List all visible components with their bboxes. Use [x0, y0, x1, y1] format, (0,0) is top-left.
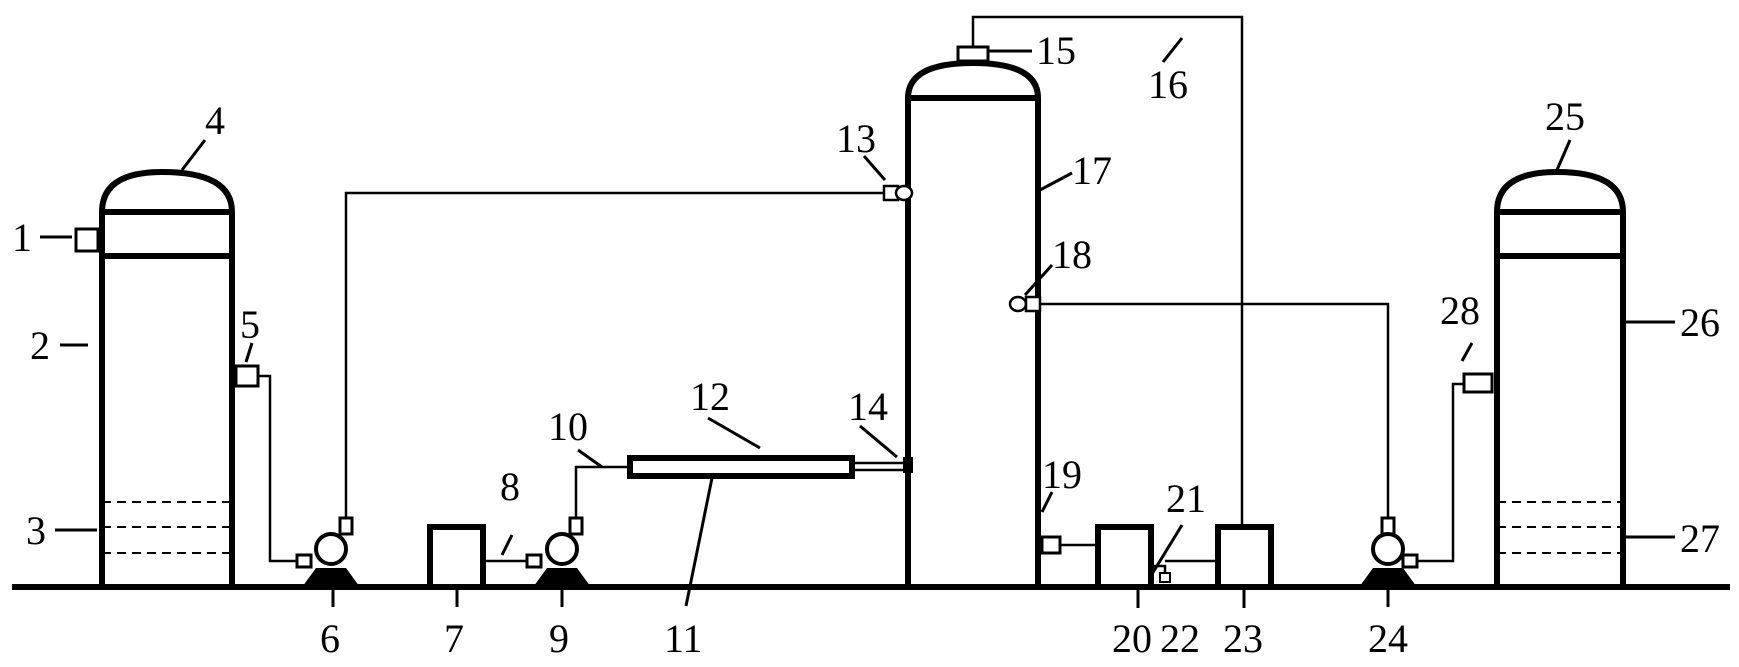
label-24: 24 — [1368, 616, 1408, 661]
label-1: 1 — [12, 215, 32, 260]
tank-20 — [1095, 524, 1154, 590]
label-7: 7 — [444, 616, 464, 661]
left-tank-outlet-port — [234, 364, 260, 388]
label-11: 11 — [664, 616, 703, 661]
tank-7 — [427, 524, 486, 590]
pump-24 — [1357, 516, 1419, 590]
tank-23 — [1215, 524, 1274, 590]
column-17 — [882, 45, 1062, 587]
left-tank — [74, 168, 260, 587]
number-labels: 1 2 3 4 5 6 7 8 9 10 11 12 13 14 15 16 1… — [12, 28, 1720, 661]
label-16: 16 — [1148, 62, 1188, 107]
label-10: 10 — [548, 404, 588, 449]
label-13: 13 — [836, 116, 876, 161]
label-17: 17 — [1072, 148, 1112, 193]
label-6: 6 — [320, 616, 340, 661]
label-4: 4 — [205, 98, 225, 143]
label-15: 15 — [1036, 28, 1076, 73]
label-2: 2 — [30, 323, 50, 368]
label-12: 12 — [690, 374, 730, 419]
pump-9 — [525, 516, 593, 590]
label-26: 26 — [1680, 300, 1720, 345]
label-14: 14 — [848, 384, 888, 429]
pump-6 — [295, 516, 362, 590]
label-20: 20 — [1112, 616, 1152, 661]
exchanger-12 — [627, 455, 855, 479]
right-tank — [1462, 168, 1626, 587]
label-3: 3 — [26, 508, 46, 553]
label-23: 23 — [1223, 616, 1263, 661]
label-8: 8 — [500, 464, 520, 509]
label-19: 19 — [1042, 452, 1082, 497]
label-9: 9 — [549, 616, 569, 661]
leader-lines — [40, 37, 1675, 608]
column-top-port — [956, 45, 990, 63]
label-22: 22 — [1160, 616, 1200, 661]
label-18: 18 — [1052, 232, 1092, 277]
label-28: 28 — [1440, 288, 1480, 333]
label-27: 27 — [1680, 516, 1720, 561]
label-21: 21 — [1166, 476, 1206, 521]
left-tank-inlet-port — [74, 227, 100, 253]
label-5: 5 — [240, 302, 260, 347]
label-25: 25 — [1545, 94, 1585, 139]
left-tank-dome — [99, 168, 235, 213]
